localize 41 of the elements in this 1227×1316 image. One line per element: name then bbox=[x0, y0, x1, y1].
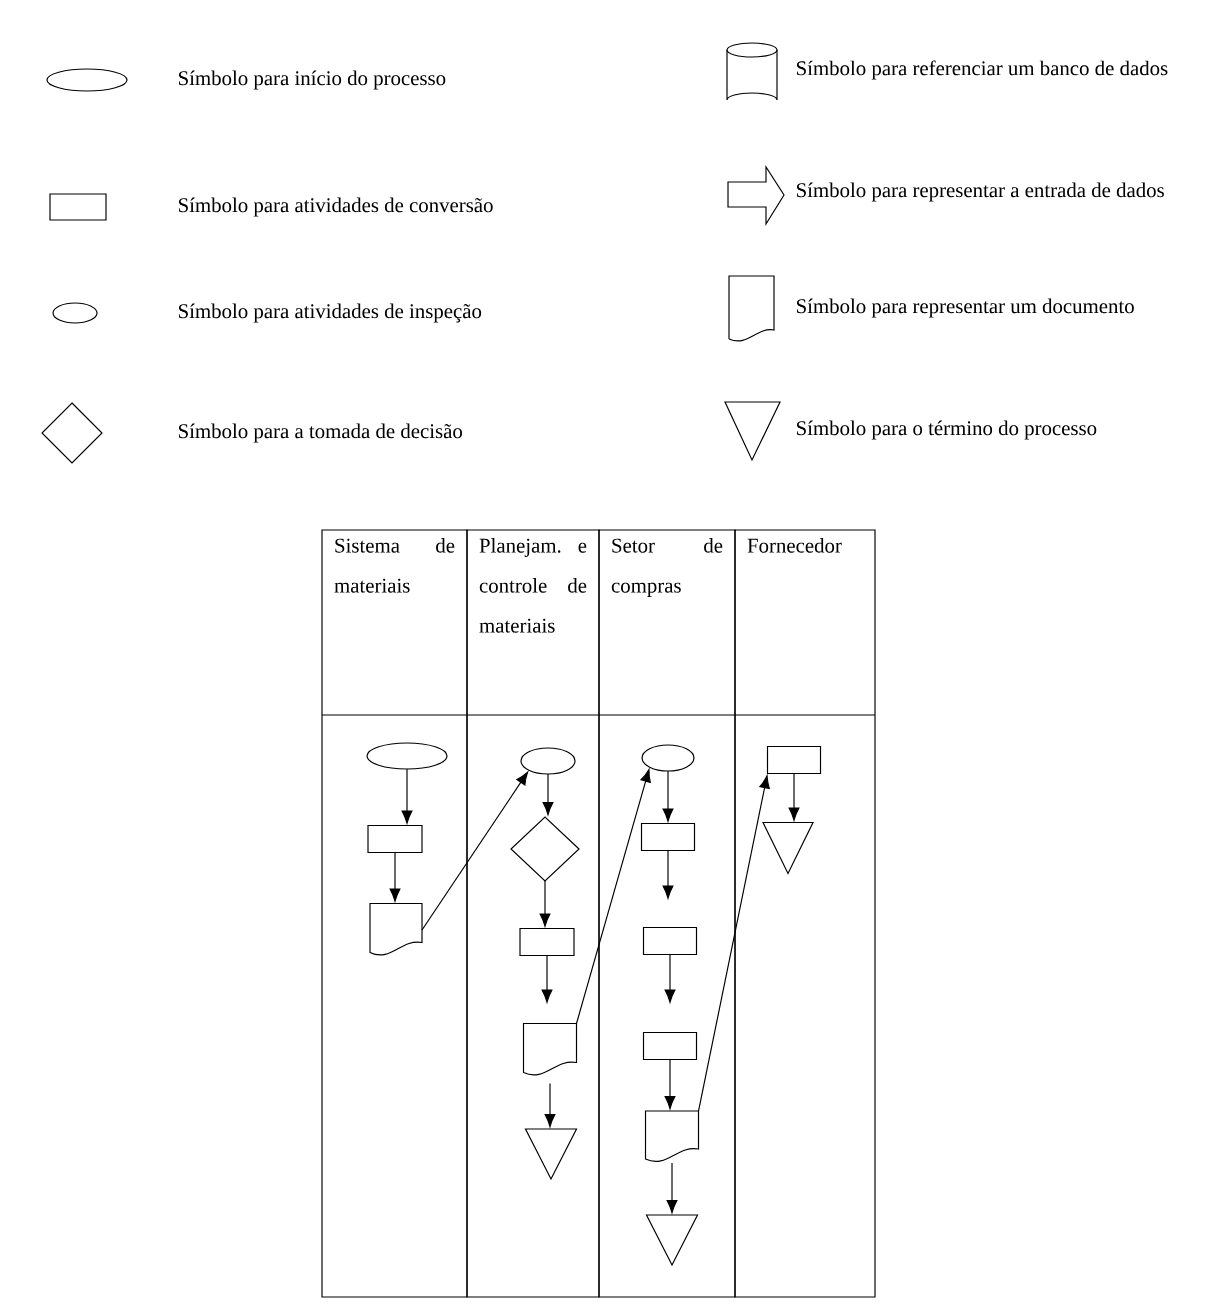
oval-shape bbox=[520, 747, 576, 775]
legend-text: Símbolo para a tomada de decisão bbox=[178, 423, 463, 443]
process-box bbox=[519, 927, 575, 957]
arrow bbox=[662, 849, 674, 899]
process-box bbox=[640, 822, 696, 852]
decision-diamond bbox=[510, 816, 580, 882]
arrow bbox=[664, 1058, 676, 1110]
legend-text: Símbolo para representar um documento bbox=[797, 298, 1134, 318]
arrow bbox=[575, 768, 651, 1025]
arrow bbox=[788, 772, 800, 821]
arrow bbox=[389, 851, 401, 902]
swimlane-column: Fornecedor bbox=[734, 529, 876, 1298]
end-triangle bbox=[762, 821, 814, 875]
document-shape bbox=[369, 902, 423, 956]
arrow bbox=[539, 880, 551, 927]
process-box bbox=[642, 1031, 698, 1061]
arrow bbox=[401, 768, 413, 824]
legend-text: Símbolo para início do processo bbox=[178, 70, 446, 90]
legend-text: Símbolo para atividades de conversão bbox=[178, 197, 493, 217]
arrow bbox=[541, 954, 553, 1003]
swimlane-column: Setor de compras bbox=[598, 529, 736, 1298]
arrow bbox=[662, 770, 674, 822]
oval-shape bbox=[641, 744, 695, 772]
arrow bbox=[664, 953, 676, 1003]
legend-text: Símbolo para representar a entrada de dados bbox=[797, 182, 1164, 202]
arrow bbox=[697, 775, 770, 1112]
swimlane-column: Planejam. e controle de materiais bbox=[466, 529, 600, 1298]
arrow bbox=[542, 773, 554, 816]
document-shape bbox=[522, 1022, 578, 1076]
legend-text: Símbolo para o término do processo bbox=[797, 420, 1097, 440]
process-box bbox=[367, 824, 423, 854]
process-box bbox=[766, 745, 822, 775]
arrow bbox=[421, 771, 529, 931]
legend-text: Símbolo para atividades de inspeção bbox=[178, 303, 482, 323]
legend-text: Símbolo para referenciar um banco de dados bbox=[797, 60, 1168, 80]
oval-shape bbox=[366, 742, 448, 770]
process-box bbox=[642, 926, 698, 956]
arrow bbox=[666, 1162, 678, 1214]
arrow bbox=[544, 1082, 556, 1128]
swimlane-column: Sistema de materiais bbox=[321, 529, 468, 1298]
document-shape bbox=[644, 1110, 700, 1163]
